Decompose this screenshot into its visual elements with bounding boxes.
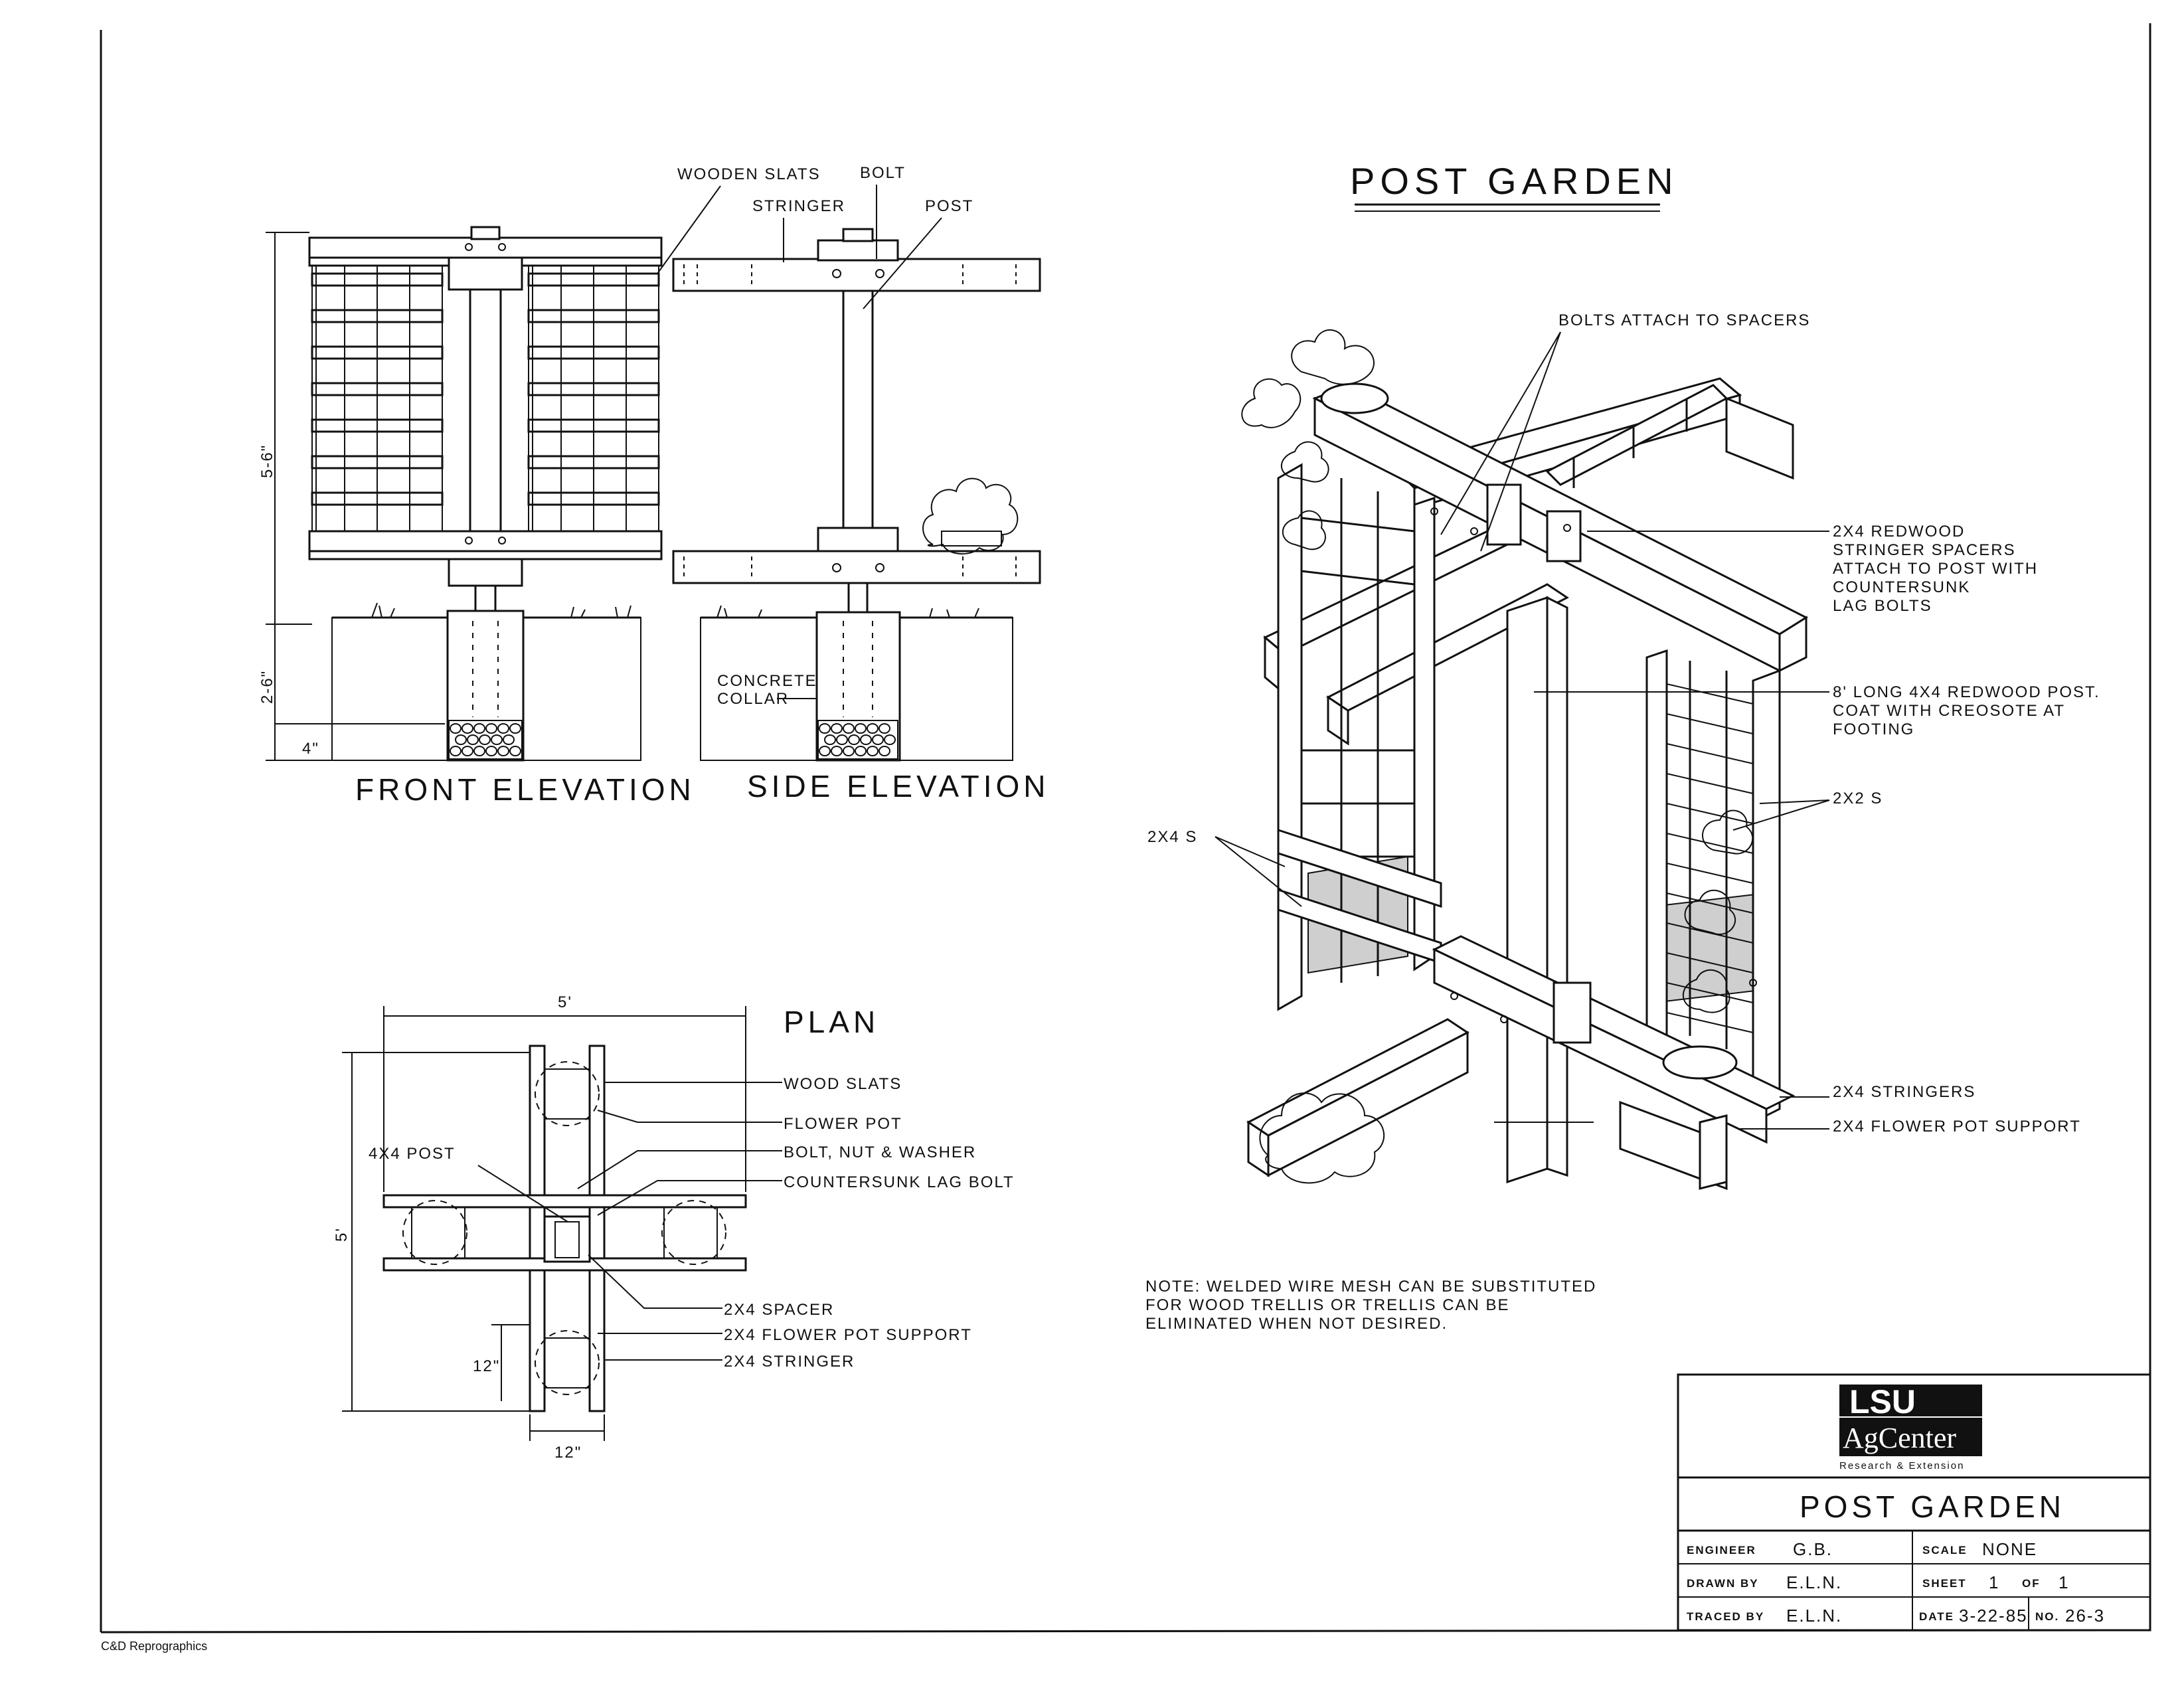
- isometric-view: BOLTS ATTACH TO SPACERS 2X4 REDWOOD STRI…: [1147, 311, 2100, 1191]
- page-title: POST GARDEN: [1350, 160, 1679, 202]
- label-4x4-post: 4X4 POST: [369, 1145, 456, 1163]
- plan-label-2x4-stringer: 2X4 STRINGER: [724, 1353, 855, 1371]
- note-block: NOTE: WELDED WIRE MESH CAN BE SUBSTITUTE…: [1145, 1278, 1596, 1333]
- dim-depth: 2-6": [258, 670, 276, 704]
- dim-height: 5-6": [258, 444, 276, 478]
- iso-label-2x4-stringers: 2X4 STRINGERS: [1833, 1083, 1975, 1101]
- iso-label-post-1: 8' LONG 4X4 REDWOOD POST.: [1833, 683, 2100, 701]
- iso-label-2x2s: 2X2 S: [1833, 790, 1883, 807]
- traced-by-label: TRACED BY: [1687, 1610, 1764, 1623]
- plan-label-bolt-nut-washer: BOLT, NUT & WASHER: [784, 1143, 976, 1161]
- dim-plan-length: 5': [333, 1227, 351, 1242]
- side-elevation: WOODEN SLATS BOLT STRINGER POST CONCRETE…: [657, 164, 1050, 803]
- scale-label: SCALE: [1922, 1544, 1968, 1556]
- iso-label-bolts-attach: BOLTS ATTACH TO SPACERS: [1558, 311, 1810, 329]
- logo-agcenter: AgCenter: [1843, 1422, 1956, 1454]
- side-elevation-caption: SIDE ELEVATION: [747, 769, 1050, 803]
- date-value: 3-22-85: [1959, 1606, 2028, 1626]
- logo-lsu: LSU: [1849, 1383, 1916, 1420]
- label-stringer: STRINGER: [752, 197, 845, 215]
- date-label: DATE: [1919, 1610, 1954, 1623]
- iso-label-spacers-3: ATTACH TO POST WITH: [1833, 560, 2038, 578]
- front-elevation: 5-6" 2-6" 4" FRONT ELEVATION: [258, 226, 695, 807]
- trellis-right-grid: [527, 266, 660, 531]
- plan-caption: PLAN: [784, 1005, 879, 1039]
- no-value: 26-3: [2065, 1606, 2105, 1626]
- sheet-label: SHEET: [1922, 1577, 1967, 1590]
- of-label: OF: [2022, 1577, 2041, 1590]
- gravel-side-stones: [817, 720, 898, 760]
- iso-trellis-rungs: [1666, 683, 1754, 1033]
- engineer-label: ENGINEER: [1687, 1544, 1756, 1556]
- iso-label-spacers-5: LAG BOLTS: [1833, 597, 1932, 615]
- dim-12-b: 12": [554, 1444, 582, 1462]
- title-block-title: POST GARDEN: [1800, 1489, 2065, 1524]
- label-bolt: BOLT: [860, 164, 906, 182]
- note-line-3: ELIMINATED WHEN NOT DESIRED.: [1145, 1315, 1448, 1333]
- no-label: NO.: [2035, 1610, 2059, 1623]
- label-concrete: CONCRETE: [717, 672, 817, 690]
- iso-label-spacers-1: 2X4 REDWOOD: [1833, 523, 1965, 541]
- plan-label-flower-pot: FLOWER POT: [784, 1115, 902, 1133]
- plan-label-2x4-flower-pot-support: 2X4 FLOWER POT SUPPORT: [724, 1326, 972, 1344]
- of-value: 1: [2058, 1572, 2069, 1592]
- note-line-1: NOTE: WELDED WIRE MESH CAN BE SUBSTITUTE…: [1145, 1278, 1596, 1296]
- iso-label-post-2: COAT WITH CREOSOTE AT: [1833, 702, 2065, 720]
- drawn-by-label: DRAWN BY: [1687, 1577, 1759, 1590]
- plan-label-2x4-spacer: 2X4 SPACER: [724, 1301, 834, 1319]
- drawn-by-value: E.L.N.: [1786, 1572, 1842, 1592]
- dim-gravel: 4": [302, 740, 319, 758]
- plan-view: 5' 5' 12" 12" 4X4 POST PLAN WOOD SLATS F…: [333, 993, 1015, 1462]
- iso-label-spacers-2: STRINGER SPACERS: [1833, 541, 2016, 559]
- iso-label-post-3: FOOTING: [1833, 720, 1914, 738]
- label-post: POST: [925, 197, 973, 215]
- engineer-value: G.B.: [1793, 1539, 1833, 1559]
- scale-value: NONE: [1982, 1539, 2037, 1559]
- logo-tagline: Research & Extension: [1839, 1460, 1964, 1472]
- gravel-front-stones: [448, 720, 523, 760]
- dim-plan-width: 5': [558, 993, 572, 1011]
- title-block: LSU AgCenter Research & Extension POST G…: [1677, 1373, 2151, 1632]
- dim-12-a: 12": [473, 1357, 500, 1375]
- front-elevation-caption: FRONT ELEVATION: [355, 772, 695, 807]
- note-line-2: FOR WOOD TRELLIS OR TRELLIS CAN BE: [1145, 1296, 1510, 1314]
- plan-label-countersunk-lag-bolt: COUNTERSUNK LAG BOLT: [784, 1173, 1015, 1191]
- footer-credit: C&D Reprographics: [101, 1640, 207, 1653]
- trellis-left-grid: [311, 266, 444, 531]
- label-collar: COLLAR: [717, 690, 789, 708]
- iso-label-2x4s: 2X4 S: [1147, 828, 1197, 846]
- sheet-value: 1: [1989, 1572, 1999, 1592]
- label-wooden-slats: WOODEN SLATS: [677, 165, 821, 183]
- traced-by-value: E.L.N.: [1786, 1606, 1842, 1626]
- iso-label-spacers-4: COUNTERSUNK: [1833, 578, 1970, 596]
- lsu-logo-block: [1839, 1385, 1982, 1416]
- iso-label-flower-pot-support: 2X4 FLOWER POT SUPPORT: [1833, 1118, 2081, 1135]
- plan-label-wood-slats: WOOD SLATS: [784, 1075, 902, 1093]
